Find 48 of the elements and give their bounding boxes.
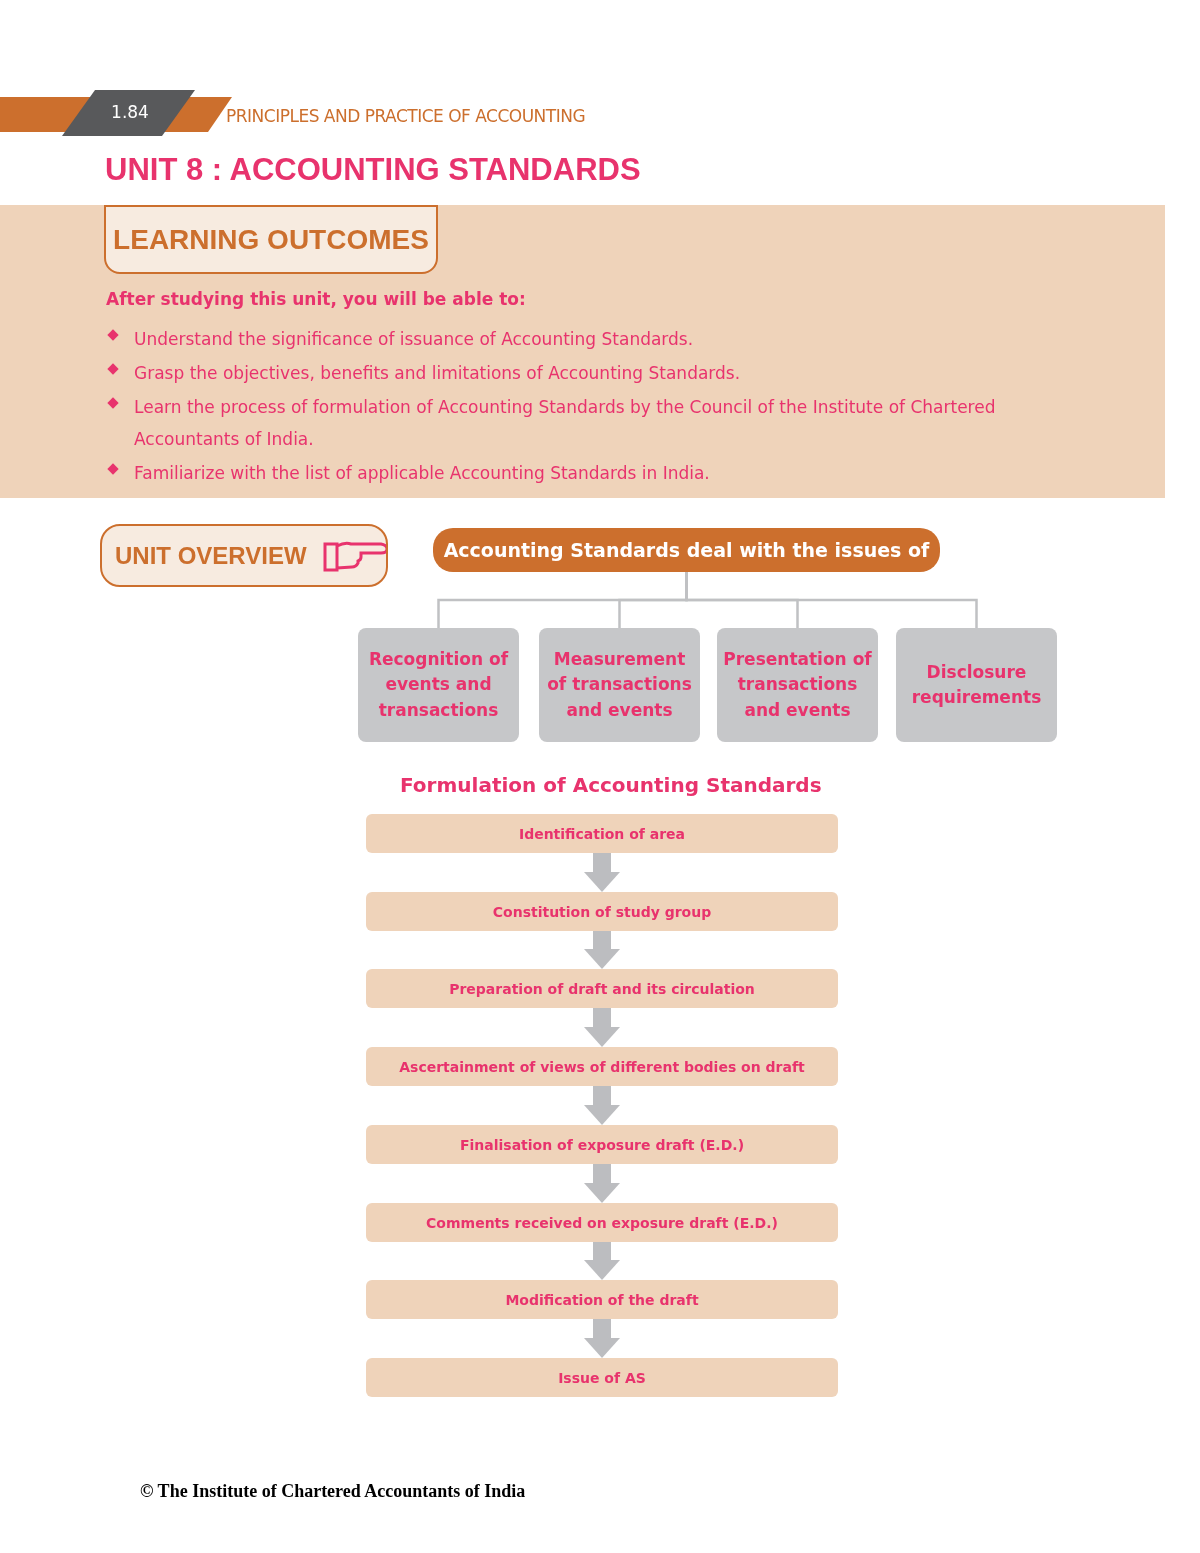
block-arrow — [584, 931, 620, 969]
step-box — [366, 1125, 838, 1164]
box-text: Accounting Standards deal with the issues of — [443, 539, 930, 561]
copyright-footer: © The Institute of Chartered Accountants of India — [140, 1481, 526, 1502]
block-arrow — [584, 1164, 620, 1203]
block-arrow — [584, 1008, 620, 1047]
box-text: LEARNING OUTCOMES — [113, 223, 429, 256]
bullet-text: Grasp the objectives, benefits and limitations of Accounting Standards. — [134, 362, 742, 385]
box-text: Issue of AS — [558, 1369, 646, 1386]
heading-tab — [104, 205, 438, 274]
unit-title: UNIT 8 : ACCOUNTING STANDARDS — [105, 152, 641, 188]
step-box — [366, 1203, 838, 1242]
block-arrow — [584, 1319, 620, 1358]
running-header: PRINCIPLES AND PRACTICE OF ACCOUNTING — [226, 106, 586, 126]
step-box — [366, 1047, 838, 1086]
page-number: 1.84 — [110, 102, 150, 122]
step-box — [366, 892, 838, 931]
box-text: Comments received on exposure draft (E.D.) — [426, 1214, 778, 1231]
section-heading: Formulation of Accounting Standards — [400, 773, 822, 797]
bullet-text: Familiarize with the list of applicable Accounting Standards in India. — [134, 462, 711, 485]
box-text: Modification of the draft — [505, 1291, 699, 1308]
box-text: Disclosure requirements — [910, 660, 1043, 709]
box-text: Ascertainment of views of different bodies on draft — [399, 1058, 805, 1075]
box-text: Identification of area — [518, 825, 686, 842]
block-arrow — [584, 853, 620, 892]
box-text: Finalisation of exposure draft (E.D.) — [459, 1136, 745, 1153]
issue-card — [896, 628, 1057, 742]
block-arrow — [584, 1242, 620, 1280]
section-badge — [100, 524, 388, 587]
step-box — [366, 1280, 838, 1319]
block-arrow — [584, 1086, 620, 1125]
bullet-text: Learn the process of formulation of Accounting Standards by the Council of the Institute of Chartered Accountants of India. — [134, 396, 997, 451]
topic-header — [433, 528, 940, 572]
step-box — [366, 969, 838, 1008]
intro-text: After studying this unit, you will be able to: — [106, 289, 526, 309]
issue-card — [539, 628, 700, 742]
box-text: Presentation of transactions and events — [722, 647, 873, 722]
box-text: Constitution of study group — [492, 903, 712, 920]
step-box — [366, 1358, 838, 1397]
box-text: Preparation of draft and its circulation — [449, 980, 755, 997]
issue-card — [358, 628, 519, 742]
badge-text: UNIT OVERVIEW — [115, 541, 307, 570]
box-text: Recognition of events and transactions — [367, 647, 510, 722]
outcomes-panel — [0, 205, 1165, 498]
issue-card — [717, 628, 878, 742]
bullet-text: Understand the significance of issuance of Accounting Standards. — [134, 328, 695, 351]
step-box — [366, 814, 838, 853]
box-text: Measurement of transactions and events — [546, 647, 693, 722]
